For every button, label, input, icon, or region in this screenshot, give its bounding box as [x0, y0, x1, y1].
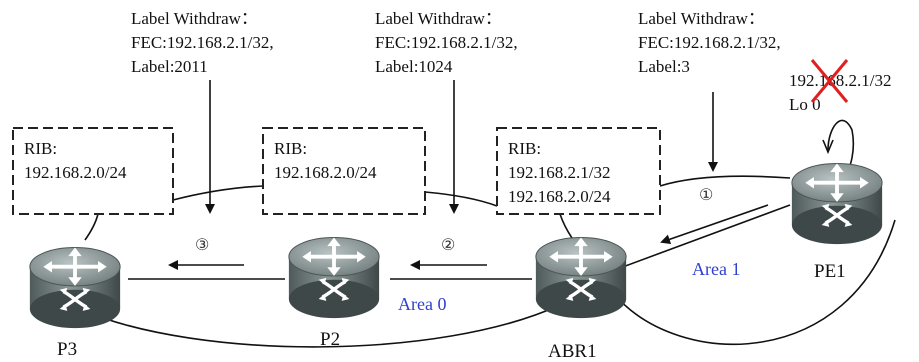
- rib-connector-p3-p2: [172, 185, 264, 201]
- step-arrows: [168, 204, 769, 270]
- rib-box-p3: RIB: 192.168.2.0/24: [12, 127, 174, 215]
- links: [81, 119, 896, 348]
- rib-connectors: [84, 175, 791, 241]
- rib-connector-abr1: [559, 213, 573, 239]
- annotation-p3: Label Withdraw： FEC:192.168.2.1/32, Labe…: [131, 9, 274, 76]
- area-label-0: Area 0: [398, 294, 446, 314]
- annotation-line: FEC:192.168.2.1/32,: [375, 33, 518, 52]
- annotation-line: Label Withdraw：: [638, 9, 765, 28]
- annotation-line: Label Withdraw：: [375, 9, 502, 28]
- router-icon: [792, 164, 882, 245]
- annotation-line: Label:2011: [131, 57, 208, 76]
- pe1-loopback-arrowtip: [822, 139, 834, 155]
- step-marker-3: ③: [195, 237, 209, 254]
- rib-connector-abr1-pe1: [659, 175, 791, 187]
- rib-connector-p3: [84, 213, 99, 241]
- annotation-line: Label Withdraw：: [131, 9, 258, 28]
- router-label-p2: P2: [320, 329, 340, 350]
- rib-box-abr1: RIB: 192.168.2.1/32 192.168.2.0/24: [496, 127, 661, 215]
- link-p3-abr1-lower: [81, 304, 561, 348]
- rib-route: 192.168.2.0/24: [24, 163, 127, 182]
- router-label-p3: P3: [57, 339, 77, 360]
- rib-connector-p2-abr1: [424, 191, 498, 207]
- link-abr1-pe1-lower: [614, 219, 896, 345]
- withdrawn-cross-icon: [810, 59, 849, 103]
- annotation-line: Label:1024: [375, 57, 453, 76]
- loopback-address: 192.168.2.1/32: [789, 71, 891, 90]
- annotation-p2: Label Withdraw： FEC:192.168.2.1/32, Labe…: [375, 9, 518, 76]
- rib-route: 192.168.2.0/24: [274, 163, 377, 182]
- link-abr1-pe1: [619, 204, 791, 269]
- annotation-line: FEC:192.168.2.1/32,: [638, 33, 781, 52]
- area-label-1: Area 1: [692, 259, 740, 279]
- annotation-line: FEC:192.168.2.1/32,: [131, 33, 274, 52]
- rib-title: RIB:: [24, 139, 57, 158]
- rib-route: 192.168.2.0/24: [508, 187, 611, 206]
- annotation-line: Label:3: [638, 57, 690, 76]
- withdraw-arrows: [205, 80, 718, 214]
- annotation-abr1: Label Withdraw： FEC:192.168.2.1/32, Labe…: [638, 9, 781, 76]
- router-icon: [536, 238, 626, 319]
- step-marker-1: ①: [699, 187, 713, 204]
- step-marker-2: ②: [441, 237, 455, 254]
- router-label-pe1: PE1: [814, 261, 846, 282]
- rib-box-p2: RIB: 192.168.2.0/24: [262, 127, 426, 215]
- rib-route: 192.168.2.1/32: [508, 163, 610, 182]
- router-label-abr1: ABR1: [548, 341, 597, 362]
- router-icon: [289, 238, 379, 319]
- router-icon: [30, 248, 120, 329]
- rib-title: RIB:: [274, 139, 307, 158]
- rib-title: RIB:: [508, 139, 541, 158]
- step-arrow-1: [660, 204, 769, 245]
